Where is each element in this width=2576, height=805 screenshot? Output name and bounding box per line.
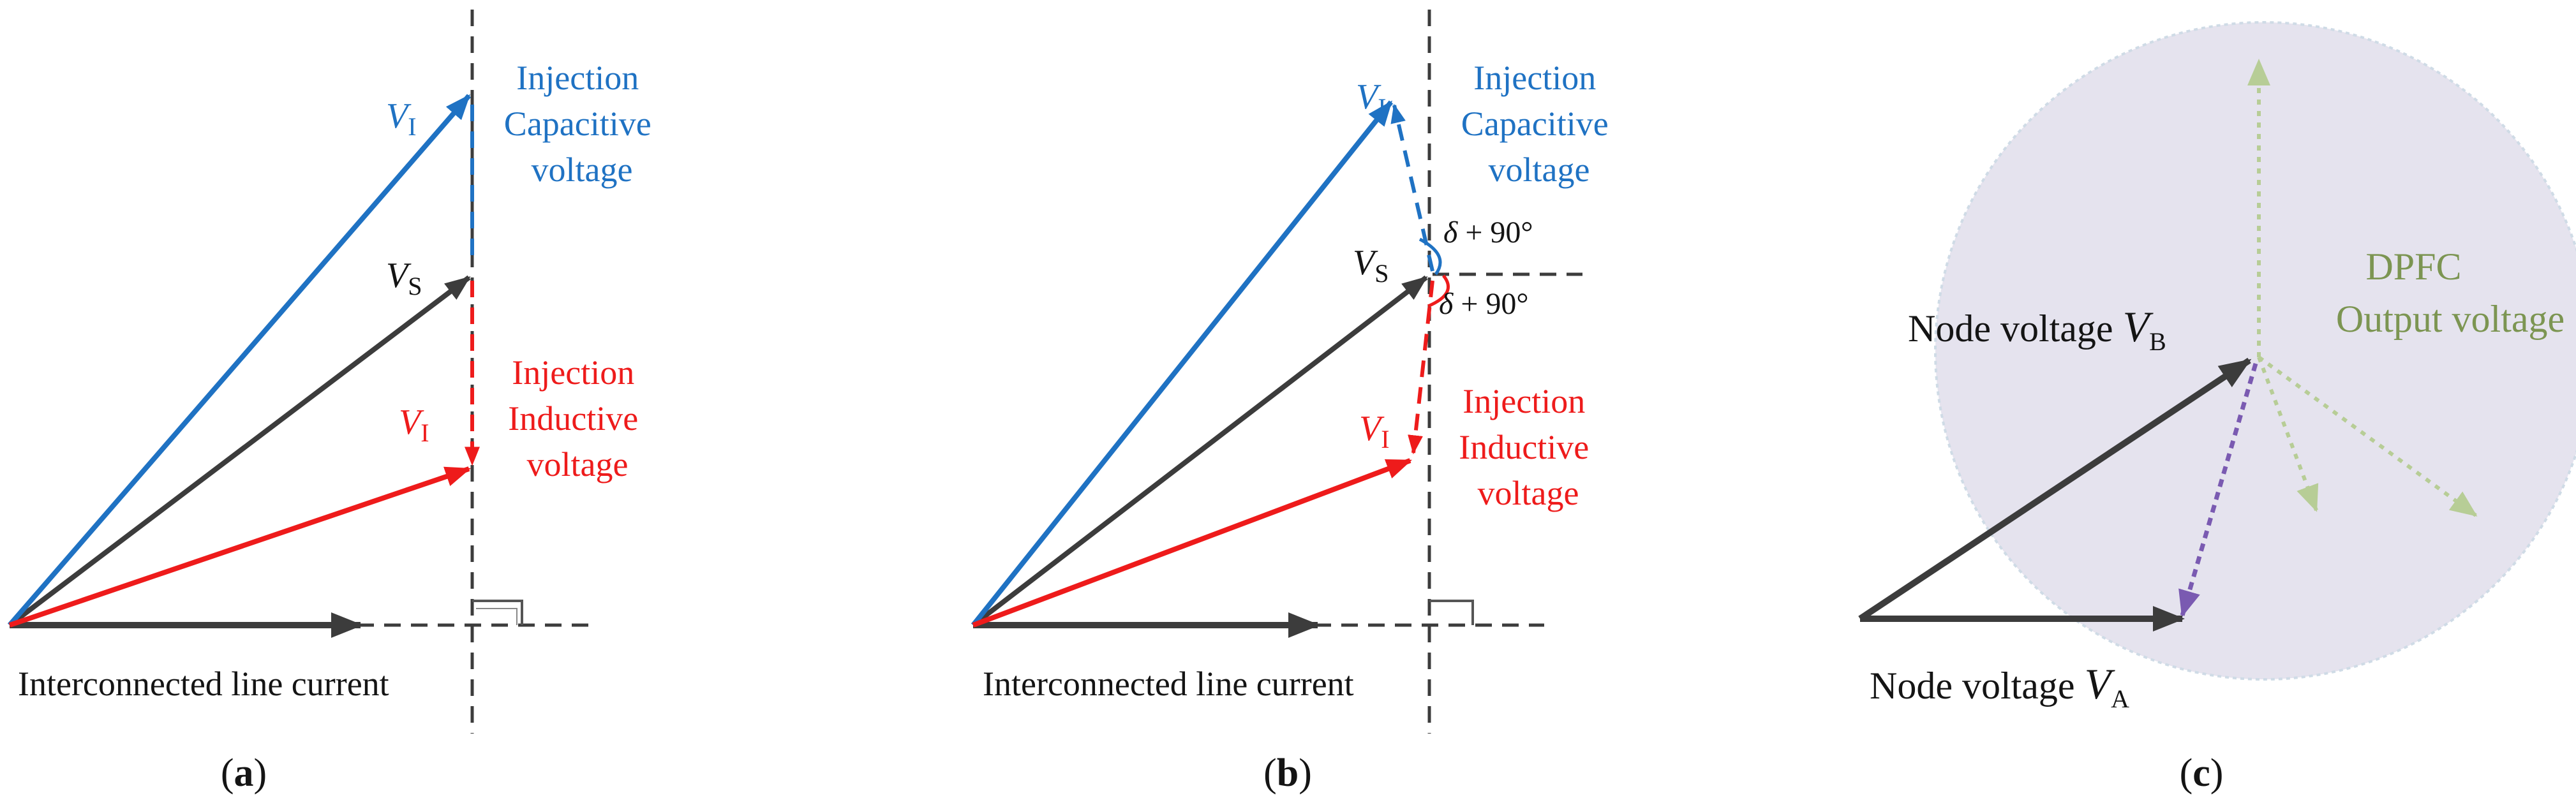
vi-inductive-arrow bbox=[972, 458, 1412, 628]
vs-arrow bbox=[971, 275, 1428, 628]
capacitive-voltage-label: Injection Capacitive voltage bbox=[504, 59, 660, 189]
dpfc-output-voltage-label: DPFC Output voltage bbox=[2336, 246, 2565, 340]
caption-a: (a) bbox=[221, 751, 267, 795]
vi-capacitive-label: VI bbox=[386, 96, 417, 141]
angle-label-top: δ + 90° bbox=[1443, 216, 1533, 249]
vs-arrow bbox=[8, 275, 471, 628]
line-current-label: Interconnected line current bbox=[983, 665, 1354, 703]
angle-arc-top bbox=[1418, 237, 1442, 276]
caption-b: (b) bbox=[1263, 751, 1312, 795]
vi-inductive-label: VI bbox=[1359, 409, 1390, 454]
vs-label: VS bbox=[386, 256, 422, 300]
voltage-difference-arrow bbox=[2178, 363, 2258, 617]
capacitive-voltage-label: Injection Capacitive voltage bbox=[1461, 59, 1617, 189]
vi-inductive-arrow bbox=[8, 466, 472, 628]
inductive-voltage-label: Injection Inductive voltage bbox=[508, 353, 646, 484]
line-current-label: Interconnected line current bbox=[18, 665, 389, 703]
capacitive-injection-dashed-arrow bbox=[1390, 103, 1434, 272]
dpfc-output-region bbox=[1934, 21, 2576, 681]
inductive-injection-dashed-arrow bbox=[1408, 280, 1434, 455]
vi-capacitive-arrow bbox=[7, 94, 472, 627]
inductive-voltage-label: Injection Inductive voltage bbox=[1459, 382, 1597, 512]
right-angle-marker bbox=[1429, 600, 1474, 625]
node-voltage-a-label: Node voltage VA bbox=[1870, 660, 2129, 713]
vs-label: VS bbox=[1353, 243, 1389, 288]
right-angle-marker bbox=[472, 600, 523, 625]
node-voltage-b-arrow bbox=[1858, 357, 2252, 622]
vi-capacitive-arrow bbox=[971, 100, 1394, 627]
angle-arc-bottom bbox=[1427, 274, 1450, 308]
vi-capacitive-label: VI bbox=[1356, 77, 1387, 122]
vi-inductive-label: VI bbox=[399, 402, 429, 447]
angle-label-bottom: δ + 90° bbox=[1439, 287, 1529, 321]
panel-a: VI VS VI Injection Capacitive voltage In… bbox=[7, 10, 660, 795]
panel-c: Node voltage VB Node voltage VA DPFC Out… bbox=[1858, 21, 2576, 795]
node-voltage-b-label: Node voltage VB bbox=[1908, 302, 2166, 356]
panel-b: VI VS VI δ + 90° δ + 90° Injection Capac… bbox=[971, 10, 1617, 795]
caption-c: (c) bbox=[2180, 751, 2224, 795]
dpfc-output-arrow-down bbox=[2257, 356, 2319, 512]
